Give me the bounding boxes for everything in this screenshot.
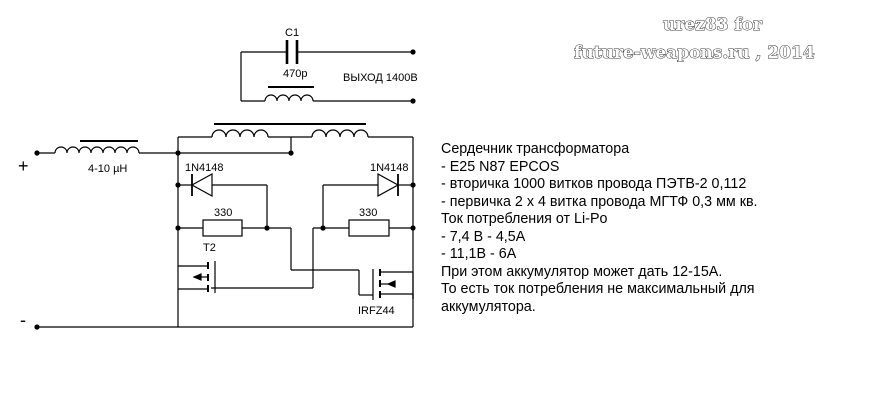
capacitor-c1	[241, 40, 413, 64]
mosfet-t2	[178, 261, 216, 293]
input-choke	[54, 146, 140, 154]
mosfet-irfz44	[372, 269, 413, 300]
note-line: То есть ток потребления не максимальный …	[441, 281, 755, 297]
note-line: Ток потребления от Li-Po	[441, 211, 608, 227]
note-line: аккумулятора.	[441, 298, 536, 315]
note-line: - вторичка 1000 витков провода ПЭТВ-2 0,…	[441, 176, 747, 192]
secondary-coil	[264, 94, 314, 102]
minus-terminal-label: -	[20, 310, 26, 330]
diode-right-label: 1N4148	[370, 162, 409, 174]
note-line: - 7,4 В - 4,5А	[441, 228, 526, 245]
note-line: - первичка 2 х 4 витка провода МГТФ 0,3 …	[441, 193, 758, 210]
resistor-left-label: 330	[214, 207, 232, 219]
watermark-line1: urez83 for	[663, 15, 763, 35]
mosfet-label: IRFZ44	[358, 305, 395, 317]
notes-text: Сердечник трансформатора - E25 N87 EPCOS…	[441, 141, 758, 316]
note-line: - 11,1В - 6А	[441, 246, 517, 262]
primary-coil-left	[211, 129, 269, 138]
diode-right	[377, 172, 400, 198]
choke-label: 4-10 µH	[88, 163, 127, 175]
resistor-right	[348, 219, 390, 237]
t2-label: T2	[203, 242, 216, 254]
note-line: Сердечник трансформатора	[441, 141, 630, 157]
resistor-left	[202, 219, 243, 237]
junction-dots	[34, 49, 416, 330]
c1-label: C1	[285, 27, 299, 39]
note-line: - E25 N87 EPCOS	[441, 158, 560, 175]
output-label: ВЫХОД 1400В	[343, 72, 418, 84]
note-line: При этом аккумулятор может дать 12-15А.	[441, 263, 723, 280]
diode-left	[190, 172, 213, 198]
resistor-right-label: 330	[359, 207, 377, 219]
primary-coil-right	[311, 129, 369, 138]
c1-value-label: 470p	[283, 68, 307, 80]
diode-left-label: 1N4148	[185, 162, 224, 174]
plus-terminal-label: +	[18, 156, 29, 176]
watermark-line2: future-weapons.ru , 2014	[574, 43, 815, 63]
